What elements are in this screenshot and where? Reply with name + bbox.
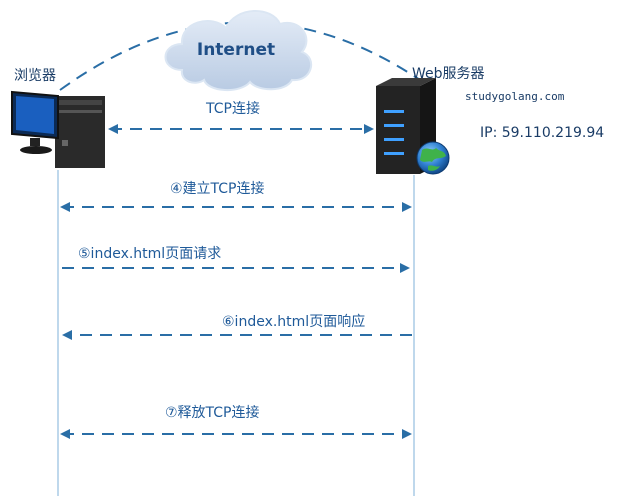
server-ip: IP: 59.110.219.94 [480,125,604,141]
computer-icon [11,90,105,168]
tcp-connect-label: TCP连接 [205,100,260,117]
globe-icon [416,141,450,175]
internet-cloud-icon [164,10,313,91]
client-label: 浏览器 [14,68,56,84]
cloud-label: Internet [197,40,275,60]
server-domain: studygolang.com [465,90,565,103]
internet-arc [59,21,421,91]
step6-label: ⑥index.html页面响应 [222,313,365,330]
step5-label: ⑤index.html页面请求 [78,246,221,262]
step7-label: ⑦释放TCP连接 [165,404,260,421]
step4-label: ④建立TCP连接 [170,180,265,197]
